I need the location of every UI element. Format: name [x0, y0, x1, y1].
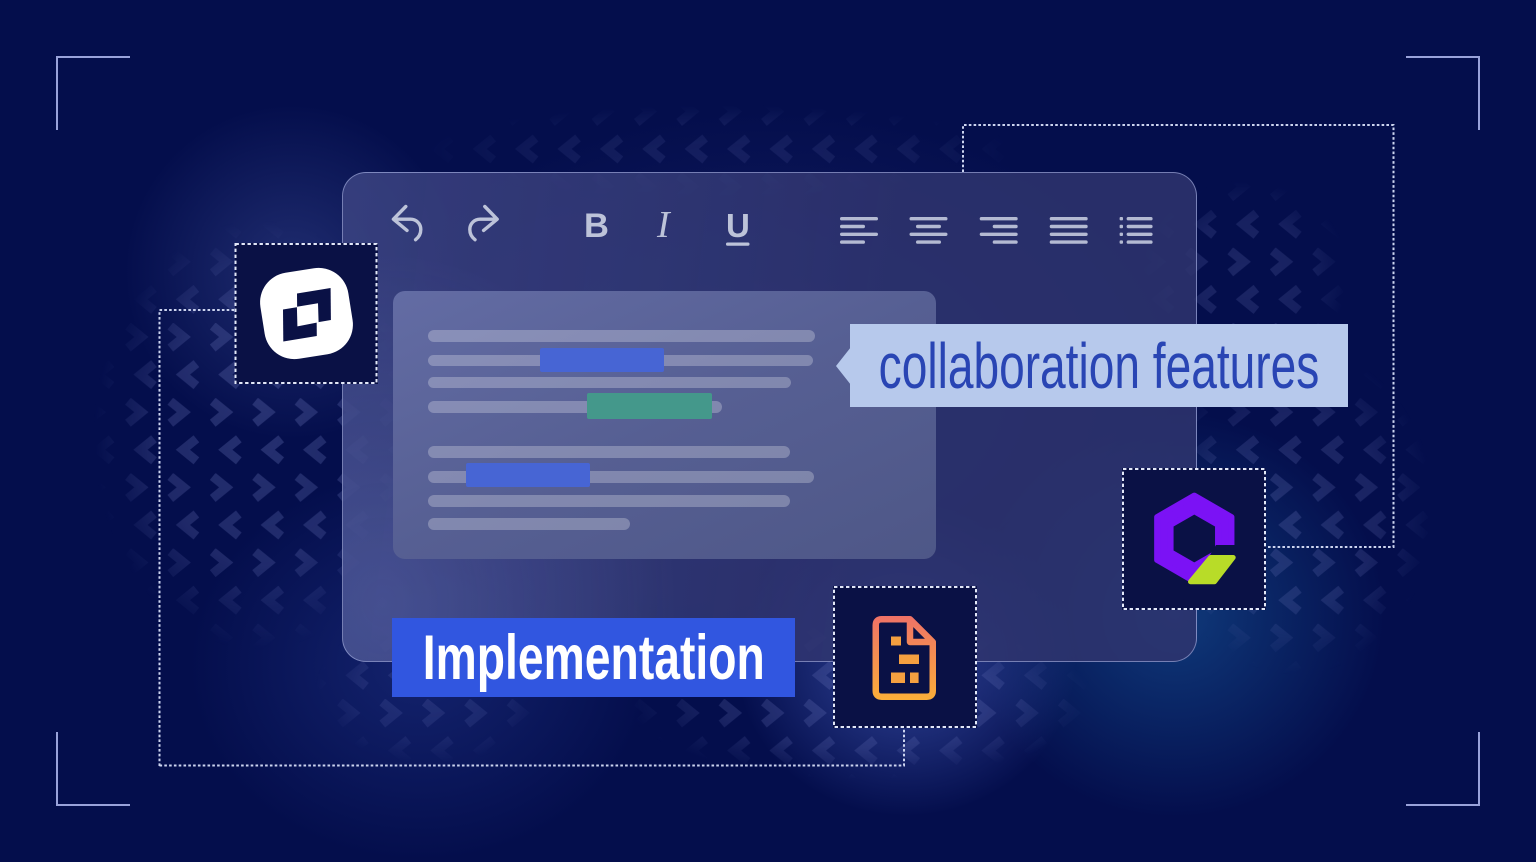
- svg-text:B: B: [584, 207, 609, 245]
- svg-text:I: I: [656, 204, 672, 246]
- svg-text:U: U: [726, 207, 750, 244]
